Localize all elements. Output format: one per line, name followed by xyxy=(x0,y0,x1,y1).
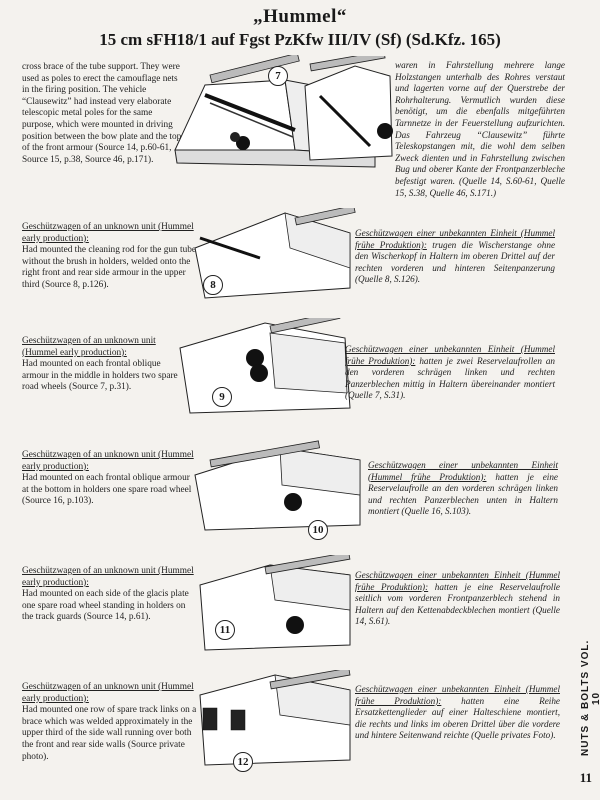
section-12-caption-de: Geschützwagen einer unbekannten Einheit … xyxy=(355,684,560,706)
vehicle-illustration-7b xyxy=(304,56,393,161)
section-9-number: 9 xyxy=(212,387,232,407)
vehicle-illustration-12 xyxy=(199,670,351,766)
section-9-body-en: Had mounted on each frontal oblique armo… xyxy=(22,359,178,393)
section-7-number: 7 xyxy=(268,66,288,86)
section-8-text-en: Geschützwagen of an unknown unit (Hummel… xyxy=(22,222,198,292)
page-number: 11 xyxy=(579,770,592,785)
section-11-text-en: Geschützwagen of an unknown unit (Hummel… xyxy=(22,566,197,624)
section-9-text-en: Geschützwagen of an unknown unit (Hummel… xyxy=(22,336,187,394)
section-10-body-de: hatten je eine Reservelaufrolle an den v… xyxy=(368,471,559,517)
section-12-body-de: hatten eine Reihe Ersatzkettenglieder au… xyxy=(355,695,561,741)
section-10-text-de: Geschützwagen einer unbekannten Einheit … xyxy=(368,460,558,518)
section-9-text-de: Geschützwagen einer unbekannten Einheit … xyxy=(345,344,555,402)
section-8-text-de: Geschützwagen einer unbekannten Einheit … xyxy=(355,228,555,286)
section-11-caption-en: Geschützwagen of an unknown unit (Hummel… xyxy=(22,566,194,588)
section-11-number: 11 xyxy=(215,620,235,640)
section-8-caption-de: Geschützwagen einer unbekannten Einheit … xyxy=(355,228,555,250)
section-10-number: 10 xyxy=(308,520,328,540)
section-10-caption-de: Geschützwagen einer unbekannten Einheit … xyxy=(368,460,558,482)
vehicle-illustration-9 xyxy=(179,318,351,414)
section-11-text-de: Geschützwagen einer unbekannten Einheit … xyxy=(355,570,560,628)
section-8-body-de: trugen die Wischerstange ohne den Wische… xyxy=(355,239,556,285)
section-8-number: 8 xyxy=(203,275,223,295)
section-9-caption-en: Geschützwagen of an unknown unit (Hummel… xyxy=(22,336,156,358)
section-8-caption-en: Geschützwagen of an unknown unit (Hummel… xyxy=(22,222,194,244)
vehicle-illustration-8 xyxy=(194,208,356,299)
section-12-text-de: Geschützwagen einer unbekannten Einheit … xyxy=(355,684,560,742)
section-11-body-en: Had mounted on each side of the glacis p… xyxy=(22,589,189,623)
section-12-text-en: Geschützwagen of an unknown unit (Hummel… xyxy=(22,682,202,763)
vehicle-illustration-11 xyxy=(199,555,351,651)
section-8-body-en: Had mounted the cleaning rod for the gun… xyxy=(22,245,197,290)
page-header: „Hummel“ 15 cm sFH18/1 auf Fgst PzKfw II… xyxy=(0,6,600,50)
page-subtitle: 15 cm sFH18/1 auf Fgst PzKfw III/IV (Sf)… xyxy=(99,30,501,49)
section-10-text-en: Geschützwagen of an unknown unit (Hummel… xyxy=(22,450,197,508)
section-9-body-de: hatten je zwei Reservelaufrollen an den … xyxy=(345,355,556,401)
page-title: „Hummel“ xyxy=(253,6,347,27)
section-10-body-en: Had mounted on each frontal oblique armo… xyxy=(22,473,192,507)
section-9-caption-de: Geschützwagen einer unbekannten Einheit … xyxy=(345,344,555,366)
section-7-body-de: waren in Fahrstellung mehrere lange Holz… xyxy=(395,60,565,198)
section-11-caption-de: Geschützwagen einer unbekannten Einheit … xyxy=(355,570,560,592)
section-10-caption-en: Geschützwagen of an unknown unit (Hummel… xyxy=(22,450,194,472)
section-7-body-en: cross brace of the tube support. They we… xyxy=(22,62,182,165)
section-11-body-de: hatten je eine Reservelaufrolle seitlich… xyxy=(355,581,560,627)
vehicle-illustration-10 xyxy=(194,440,361,531)
section-12-caption-en: Geschützwagen of an unknown unit (Hummel… xyxy=(22,682,194,704)
series-label: NUTS & BOLTS VOL. 10 xyxy=(580,639,600,757)
section-12-number: 12 xyxy=(233,752,253,772)
section-7-text-en: cross brace of the tube support. They we… xyxy=(22,62,182,166)
section-12-body-en: Had mounted one row of spare track links… xyxy=(22,705,197,762)
section-7-text-de-top: waren in Fahrstellung mehrere lange Holz… xyxy=(395,60,565,199)
